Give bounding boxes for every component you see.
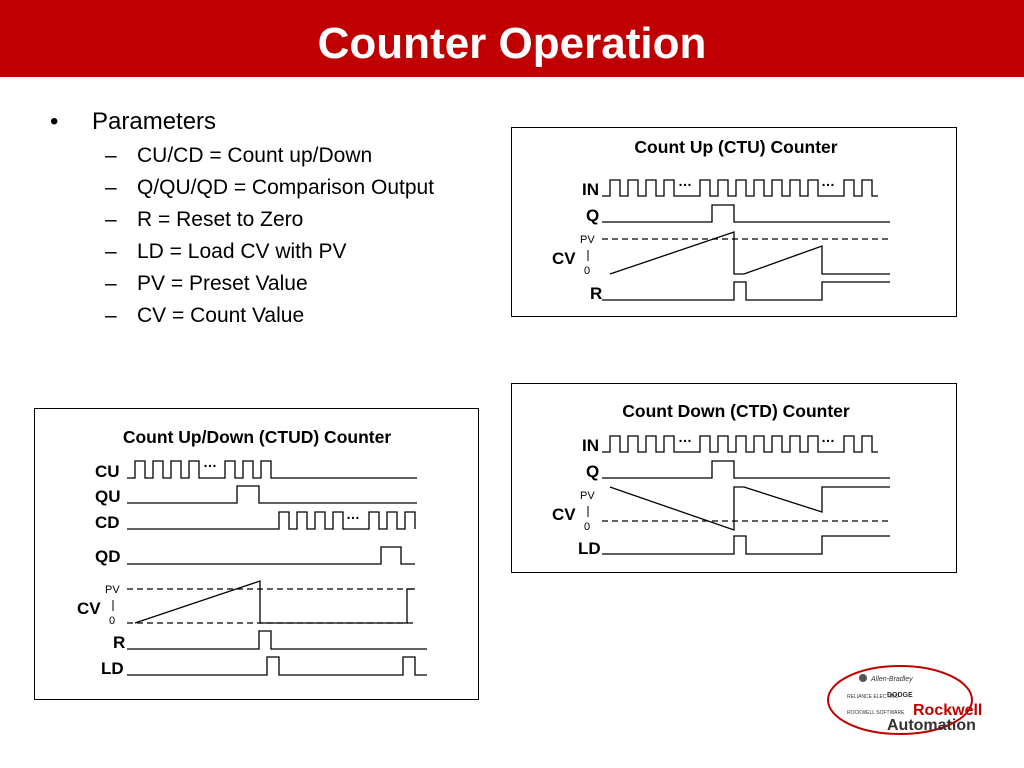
sub-bullet-label: CU/CD = Count up/Down (137, 144, 373, 167)
allen-bradley-mark-icon (859, 674, 867, 682)
ctu-r-label: R (590, 284, 602, 303)
ctud-qu-waveform (127, 485, 417, 504)
ctu-ellipsis-1: … (678, 173, 692, 189)
dash-icon: – (105, 144, 117, 167)
sub-bullet: –CU/CD = Count up/Down (50, 144, 434, 168)
ctu-q-waveform (602, 204, 890, 223)
sub-bullet-label: CV = Count Value (137, 304, 305, 327)
logo-rockwell-software: ROCKWELL SOFTWARE (847, 710, 905, 716)
ctud-ld-waveform (127, 656, 427, 676)
logo-allen-bradley: Allen-Bradley (870, 676, 913, 683)
ctu-cv-waveform (609, 231, 890, 275)
ctud-cv-waveform (134, 580, 415, 624)
ctud-timing-svg: Count Up/Down (CTUD) Counter CU QU CD QD… (77, 427, 427, 678)
ctd-cv-waveform (609, 486, 890, 531)
ctd-pv-label: PV (580, 490, 595, 502)
ctud-qu-label: QU (95, 487, 121, 506)
ctu-diagram: Count Up (CTU) Counter IN Q PV CV 0 R … … (511, 127, 957, 317)
dash-icon: – (105, 208, 117, 231)
dash-icon: – (105, 176, 117, 199)
sub-bullet: –CV = Count Value (50, 304, 434, 328)
ctud-zero-label: 0 (109, 615, 115, 627)
bullet-dot-icon: • (50, 108, 59, 135)
ctd-cv-label: CV (552, 505, 576, 524)
ctud-ellipsis-1: … (203, 454, 217, 470)
ctud-cv-label: CV (77, 599, 101, 618)
ctd-ld-label: LD (578, 539, 601, 558)
logo-dodge: DODGE (887, 692, 913, 699)
ctu-ellipsis-2: … (821, 173, 835, 189)
logo-reliance: RELIANCE ELECTRIC (847, 694, 899, 700)
sub-bullet: –LD = Load CV with PV (50, 240, 434, 264)
sub-bullet-label: PV = Preset Value (137, 272, 308, 295)
ctd-in-waveform (602, 435, 878, 453)
dash-icon: – (105, 240, 117, 263)
ctd-q-waveform (602, 460, 890, 479)
sub-bullet-label: R = Reset to Zero (137, 208, 304, 231)
ctud-cu-label: CU (95, 462, 120, 481)
ctud-cu-waveform (127, 460, 417, 479)
dash-icon: – (105, 272, 117, 295)
title-bar (0, 0, 1024, 77)
slide-title: Counter Operation (317, 19, 707, 68)
ctud-r-label: R (113, 633, 125, 652)
ctd-timing-svg: Count Down (CTD) Counter IN Q PV CV 0 LD… (552, 401, 890, 558)
ctu-timing-svg: Count Up (CTU) Counter IN Q PV CV 0 R … … (552, 137, 890, 303)
ctu-in-waveform (602, 179, 878, 197)
sub-bullet: –Q/QU/QD = Comparison Output (50, 176, 434, 200)
logo-svg: Allen-Bradley RELIANCE ELECTRIC DODGE RO… (827, 665, 982, 735)
ctud-ellipsis-2: … (346, 506, 360, 522)
ctud-diagram: Count Up/Down (CTUD) Counter CU QU CD QD… (34, 408, 479, 700)
sub-bullet: –R = Reset to Zero (50, 208, 434, 232)
logo-brand-line1: Rockwell (913, 702, 982, 719)
ctu-zero-label: 0 (584, 265, 590, 277)
ctd-zero-label: 0 (584, 521, 590, 533)
ctd-ellipsis-2: … (821, 429, 835, 445)
bullet-label: Parameters (92, 108, 217, 135)
ctu-q-label: Q (586, 206, 599, 225)
rockwell-automation-logo: Allen-Bradley RELIANCE ELECTRIC DODGE RO… (825, 662, 1010, 752)
ctud-qd-waveform (127, 546, 415, 565)
sub-bullet-label: LD = Load CV with PV (137, 240, 347, 263)
ctud-cd-waveform (127, 511, 416, 530)
sub-bullet: –PV = Preset Value (50, 272, 434, 296)
ctu-title: Count Up (CTU) Counter (634, 137, 837, 157)
ctd-q-label: Q (586, 462, 599, 481)
bullet-parameters: • Parameters (50, 108, 434, 136)
sub-bullet-label: Q/QU/QD = Comparison Output (137, 176, 435, 199)
ctud-r-waveform (127, 630, 427, 650)
ctu-in-label: IN (582, 180, 599, 199)
ctu-pv-label: PV (580, 234, 595, 246)
parameter-list: • Parameters –CU/CD = Count up/Down –Q/Q… (50, 108, 434, 328)
ctd-title: Count Down (CTD) Counter (622, 401, 850, 421)
ctud-title: Count Up/Down (CTUD) Counter (123, 427, 391, 447)
ctd-diagram: Count Down (CTD) Counter IN Q PV CV 0 LD… (511, 383, 957, 573)
ctu-cv-label: CV (552, 249, 576, 268)
ctud-qd-label: QD (95, 547, 121, 566)
ctud-cd-label: CD (95, 513, 120, 532)
ctd-ld-waveform (602, 535, 890, 555)
dash-icon: – (105, 304, 117, 327)
ctud-pv-label: PV (105, 584, 120, 596)
ctud-ld-label: LD (101, 659, 124, 678)
logo-brand-line2: Automation (887, 717, 976, 734)
ctd-in-label: IN (582, 436, 599, 455)
logo-swoosh-icon (827, 665, 973, 735)
ctd-ellipsis-1: … (678, 429, 692, 445)
ctu-r-waveform (602, 281, 890, 301)
